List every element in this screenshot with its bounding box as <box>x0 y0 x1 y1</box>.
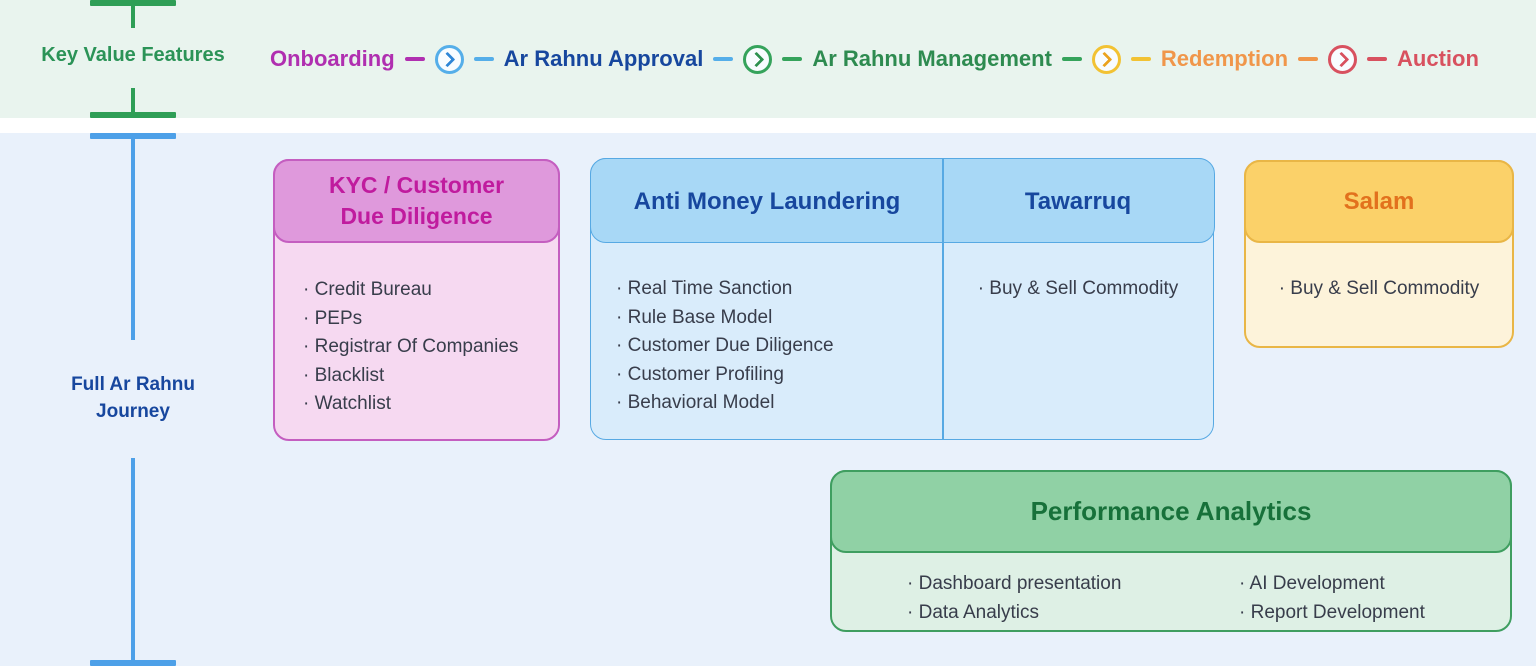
list-item: · Blacklist <box>303 364 385 386</box>
aml-tawarruq-columns: Anti Money Laundering · Real Time Sancti… <box>591 159 1213 439</box>
chevron-right-icon <box>439 51 456 67</box>
kyc-card: KYC / Customer Due Diligence · Credit Bu… <box>273 159 560 441</box>
list-item: · Rule Base Model <box>616 306 773 328</box>
journey-flow: Onboarding Ar Rahnu Approval Ar Rahnu Mana… <box>270 0 1479 118</box>
key-value-features-label: Key Value Features <box>41 44 225 66</box>
tawarruq-title-wrap: Tawarruq <box>943 159 1213 244</box>
list-item: · Dashboard presentation <box>907 573 1122 594</box>
aml-tawarruq-card: Anti Money Laundering · Real Time Sancti… <box>589 157 1215 440</box>
tawarruq-card-title: Tawarruq <box>1024 187 1132 215</box>
chevron-right-icon <box>1097 51 1113 67</box>
chevron-right-icon <box>1333 51 1349 67</box>
journey-rail-segment <box>131 139 135 340</box>
connector-line <box>473 57 494 61</box>
rail-cap-top <box>90 0 176 6</box>
salam-card: Salam · Buy & Sell Commodity <box>1244 160 1514 348</box>
kyc-card-title: KYC / Customer Due Diligence <box>328 172 505 229</box>
full-ar-rahnu-journey-label: Full Ar Rahnu Journey <box>53 371 213 425</box>
connector-line <box>782 57 803 61</box>
salam-card-header: Salam <box>1244 160 1514 243</box>
connector-line <box>1298 57 1319 61</box>
list-item: · Buy & Sell Commodity <box>977 278 1179 299</box>
flow-stage-label: Ar Rahnu Approval <box>503 46 704 71</box>
connector-line <box>1061 57 1082 61</box>
list-item: · Credit Bureau <box>303 279 432 300</box>
list-item: · Customer Due Diligence <box>616 335 834 356</box>
chevron-circle-icon <box>434 44 464 74</box>
chevron-circle-icon <box>743 44 773 74</box>
list-item: · Real Time Sanction <box>616 278 793 299</box>
performance-card-header: Performance Analytics <box>830 470 1512 553</box>
performance-items-right: · AI Development · Report Development <box>1239 570 1425 630</box>
list-item: · Buy & Sell Commodity <box>1278 278 1480 299</box>
flow-stage-label: Ar Rahnu Management <box>812 46 1052 71</box>
chevron-circle-icon <box>1091 44 1121 74</box>
list-item: · Watchlist <box>303 393 391 414</box>
performance-analytics-card: Performance Analytics · Dashboard presen… <box>830 470 1512 632</box>
journey-rail-cap-bottom <box>90 660 176 666</box>
kyc-card-body: · Credit Bureau · PEPs · Registrar Of Comp… <box>275 245 558 439</box>
column-divider <box>942 158 944 440</box>
chevron-right-icon <box>748 51 765 67</box>
flow-stage-label: Redemption <box>1160 46 1289 71</box>
aml-column: Anti Money Laundering · Real Time Sancti… <box>591 159 943 439</box>
list-item: · Registrar Of Companies <box>303 336 519 357</box>
journey-rail-cap-top <box>90 133 176 139</box>
list-item: · PEPs <box>303 307 363 329</box>
list-item: · Data Analytics <box>907 601 1039 623</box>
performance-card-title: Performance Analytics <box>1030 496 1312 526</box>
salam-card-title: Salam <box>1343 187 1415 215</box>
aml-title-wrap: Anti Money Laundering <box>591 159 943 244</box>
aml-card-title: Anti Money Laundering <box>633 187 901 215</box>
flow-stage-label: Auction <box>1397 46 1479 71</box>
aml-card-body: · Real Time Sanction · Rule Base Model · C… <box>591 244 943 439</box>
flow-stage-label: Onboarding <box>270 46 395 71</box>
rail-cap-bottom <box>90 112 176 118</box>
kyc-card-header: KYC / Customer Due Diligence <box>273 159 560 243</box>
aml-tawarruq-card-header <box>589 157 1215 243</box>
rail-segment <box>131 5 135 28</box>
list-item: · Behavioral Model <box>616 392 775 413</box>
connector-line <box>1130 57 1151 61</box>
tawarruq-card-body: · Buy & Sell Commodity <box>943 244 1213 439</box>
journey-label-line2: Journey <box>96 401 170 422</box>
rail-segment <box>131 88 135 112</box>
list-item: · Customer Profiling <box>616 363 784 385</box>
performance-items-left: · Dashboard presentation · Data Analytics <box>907 570 1239 630</box>
band-separator <box>0 118 1536 133</box>
connector-line <box>1367 57 1388 61</box>
list-item: · Report Development <box>1239 601 1425 623</box>
performance-card-body: · Dashboard presentation · Data Analytics… <box>832 555 1510 630</box>
connector-line <box>404 57 425 61</box>
chevron-circle-icon <box>1328 44 1358 74</box>
journey-label-line1: Full Ar Rahnu <box>71 374 195 395</box>
journey-rail-segment <box>131 458 135 660</box>
salam-card-body: · Buy & Sell Commodity <box>1246 245 1512 346</box>
connector-line <box>713 57 734 61</box>
tawarruq-column: Tawarruq · Buy & Sell Commodity <box>943 159 1213 439</box>
list-item: · AI Development <box>1239 573 1385 594</box>
